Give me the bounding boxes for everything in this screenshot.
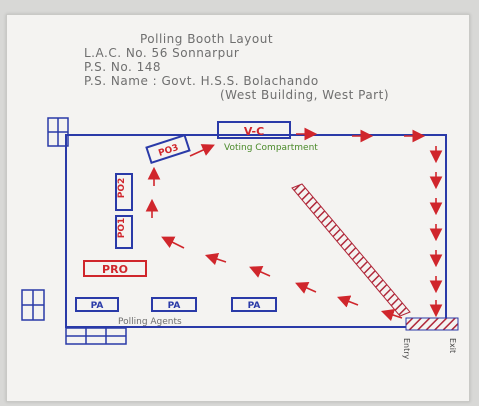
box-po1-label: PO1 [117,218,127,239]
box-pa-2: PA [151,297,197,312]
heading-line-3: P.S. Name : Govt. H.S.S. Bolachando [84,74,319,88]
window-top-left [47,117,69,147]
box-pa-2-label: PA [168,301,181,311]
box-vc-label: V-C [244,125,264,138]
flow-arrows [145,127,443,322]
box-vc: V-C [217,121,291,139]
box-pro-label: PRO [102,263,128,276]
paper-sheet [6,14,470,402]
box-pa-1-label: PA [91,301,104,311]
entry-label: Entry [402,338,411,360]
exit-label: Exit [448,338,457,353]
window-bottom [65,327,127,345]
box-pa-3: PA [231,297,277,312]
box-po3: PO3 [145,133,191,165]
box-po2: PO2 [115,173,133,211]
arrow-entry-4 [249,266,271,278]
polling-agents-label: Polling Agents [118,317,182,327]
voting-compartment-label: Voting Compartment [224,143,318,153]
box-pa-3-label: PA [248,301,261,311]
arrow-to-vc [189,144,215,157]
box-pro: PRO [83,260,147,277]
window-bottom-left [21,289,45,321]
heading-line-1: L.A.C. No. 56 Sonnarpur [84,46,240,60]
heading-line-2: P.S. No. 148 [84,60,162,74]
heading-line-4: (West Building, West Part) [220,88,389,102]
arrow-entry-6 [161,236,185,249]
diagonal-barrier [291,183,411,317]
arrow-entry-5 [204,252,227,266]
arrow-entry-3 [295,282,317,294]
room-outline [65,134,447,328]
box-pa-1: PA [75,297,119,312]
arrow-entry-2 [337,295,359,308]
heading-title: Polling Booth Layout [140,32,274,46]
layout-heading: Polling Booth Layout L.A.C. No. 56 Sonna… [62,22,454,112]
arrow-entry-1 [380,308,403,322]
entry-corner-block [405,317,459,331]
box-po1: PO1 [115,215,133,249]
box-po2-label: PO2 [117,178,127,199]
